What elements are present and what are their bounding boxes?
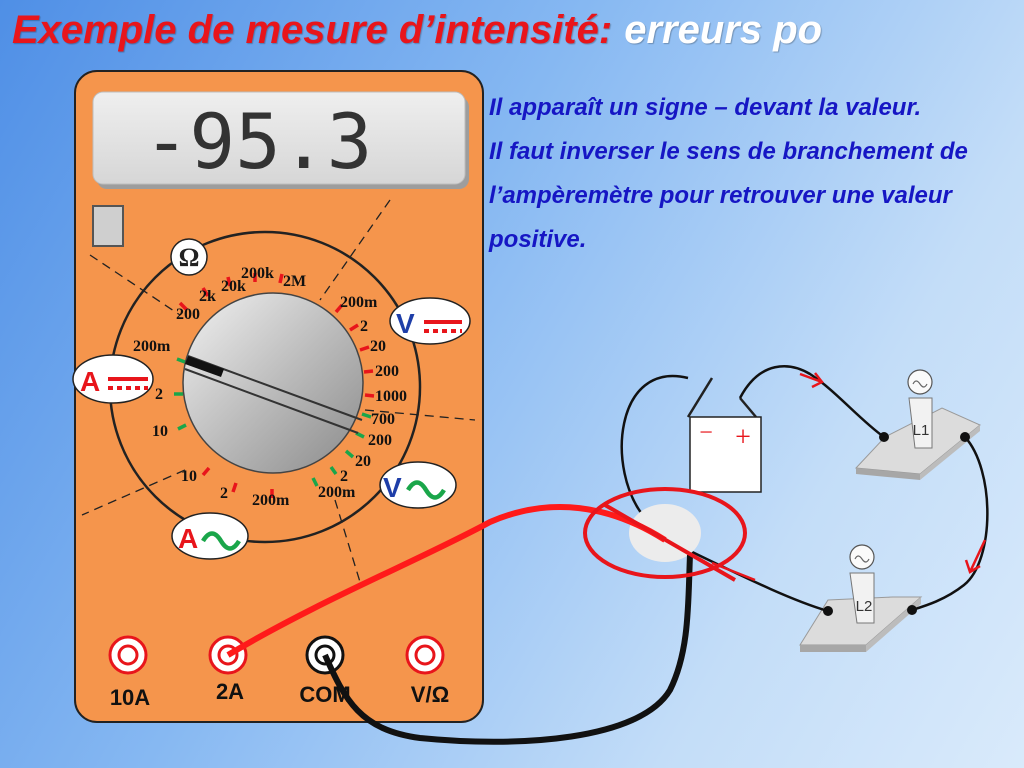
power-button[interactable]: [92, 205, 124, 247]
ac-wave-icon: [201, 531, 241, 551]
knob-pointer-mark: [185, 356, 224, 377]
explanation-line-2: Il faut inverser le sens de branchement …: [489, 138, 968, 253]
circuit-wires: [620, 365, 989, 613]
ohm-badge: [170, 238, 208, 276]
display-value: -95.3: [144, 97, 373, 186]
slide-title-main: Exemple de mesure d’intensité:: [12, 8, 613, 52]
label-ohm-200: 200: [176, 306, 200, 323]
lamp-l1-label: L1: [913, 422, 930, 439]
mode-a-ac-letter: A: [178, 523, 198, 554]
mode-v-ac-letter: V: [383, 472, 402, 503]
explanation-text: Il apparaît un signe – devant la valeur.…: [489, 86, 989, 262]
connection-point: [629, 504, 701, 562]
battery-minus: −: [699, 420, 713, 446]
label-vdc-20: 20: [370, 338, 386, 355]
label-vdc-2: 2: [360, 318, 368, 335]
label-adc-10: 10: [152, 423, 168, 440]
lamp-l2-label: L2: [856, 598, 873, 615]
label-ohm-20k: 20k: [221, 278, 246, 295]
lamp-l2: L2: [799, 544, 923, 652]
mode-a-dc-letter: A: [80, 366, 100, 397]
label-adc-200m: 200m: [133, 338, 171, 355]
label-vdc-1000: 1000: [375, 388, 407, 405]
red-lead: [226, 504, 667, 658]
dial-ticks: [174, 273, 375, 498]
lamp-l1: L1: [854, 369, 981, 480]
mode-badge-a-ac: A: [171, 512, 249, 560]
circuit: − + L1 L2: [620, 365, 989, 652]
battery: − +: [686, 377, 762, 493]
slide-title-suffix: erreurs po: [624, 8, 823, 52]
jack-label-2a: 2A: [216, 679, 244, 704]
current-arrow-right: [964, 539, 987, 574]
ohm-symbol: Ω: [179, 243, 200, 272]
dial-separators: [81, 199, 476, 583]
label-vac-200: 200: [368, 432, 392, 449]
label-vac-20: 20: [355, 453, 371, 470]
label-ohm-2k: 2k: [199, 288, 216, 305]
battery-plus: +: [735, 422, 751, 453]
jack-label-v-ohm: V/Ω: [411, 682, 449, 707]
label-aac-200m: 200m: [252, 492, 290, 509]
display-screen: [92, 91, 466, 185]
explanation-line-1: Il apparaît un signe – devant la valeur.: [489, 94, 922, 121]
mode-badge-v-dc: V: [389, 297, 471, 345]
label-adc-2: 2: [155, 386, 163, 403]
jack-label-10a: 10A: [110, 685, 150, 710]
slide-title: Exemple de mesure d’intensité:erreurs po: [12, 8, 822, 53]
current-arrow-top: [799, 372, 824, 389]
label-vac-200m: 200m: [318, 484, 356, 501]
label-vdc-200: 200: [375, 363, 399, 380]
mode-badge-a-dc: A: [72, 354, 154, 404]
error-highlight-strike: [604, 503, 736, 582]
label-vac-700: 700: [371, 411, 395, 428]
label-aac-10: 10: [181, 468, 197, 485]
black-lead: [322, 554, 693, 745]
knob-pointer-line-lower: [184, 368, 359, 434]
selector-knob[interactable]: [182, 292, 364, 474]
ac-wave-icon: [406, 480, 446, 500]
label-ohm-2m: 2M: [283, 273, 306, 290]
dial-labels: 200 2k 20k 200k 2M 200m 2 20 200 1000 70…: [133, 265, 407, 509]
label-vac-2: 2: [340, 468, 348, 485]
mode-badge-v-ac: V: [379, 461, 457, 509]
label-vdc-200m: 200m: [340, 294, 378, 311]
multimeter: -95.3: [72, 70, 484, 723]
jack-10a[interactable]: [108, 635, 148, 675]
label-ohm-200k: 200k: [241, 265, 274, 282]
mode-v-dc-letter: V: [396, 308, 415, 339]
jack-v-ohm[interactable]: [405, 635, 445, 675]
label-aac-2: 2: [220, 485, 228, 502]
error-highlight-circle: [583, 487, 747, 579]
